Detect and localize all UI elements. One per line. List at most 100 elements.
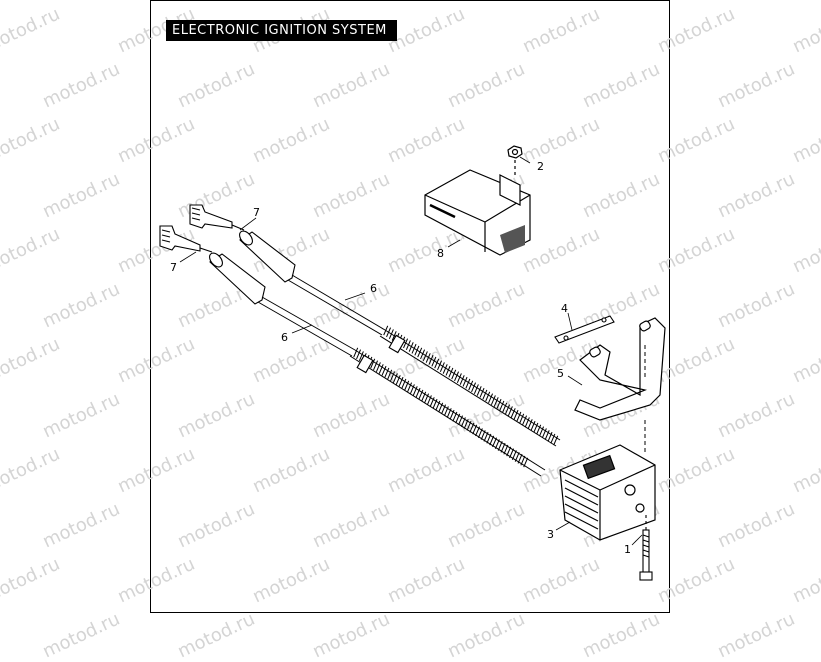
nut-part [507, 145, 523, 175]
spring-coil [506, 446, 512, 457]
spring-coil [370, 358, 376, 369]
spring-coil [451, 369, 457, 380]
spring-coil [460, 417, 466, 427]
spring-coil [550, 433, 556, 444]
spring-coil [392, 373, 398, 383]
strap-part [554, 315, 615, 344]
spring-coil [411, 343, 417, 354]
spring-coil [405, 340, 411, 350]
spring-coil [524, 417, 530, 427]
spring-coil [502, 402, 508, 413]
spring-coil [544, 430, 550, 440]
callout-1: 1 [624, 543, 631, 556]
spring-coil [482, 389, 488, 400]
diagram-title: ELECTRONIC IGNITION SYSTEM [166, 20, 397, 41]
spring-coil [452, 411, 458, 422]
spring-coil [373, 360, 379, 371]
spring-coil [463, 419, 469, 429]
spring-coil [403, 338, 409, 349]
spring-coil [472, 424, 478, 435]
spring-coil [383, 325, 389, 336]
exploded-parts-diagram: 2 7 7 8 6 6 4 5 3 1 [159, 145, 666, 581]
wire-clip [356, 334, 406, 374]
spring-coil [511, 450, 517, 460]
spring-coil [428, 354, 434, 365]
spring-coil [541, 428, 547, 438]
callout-7-upper: 7 [253, 206, 260, 219]
callout-2: 2 [537, 160, 544, 173]
callout-7-lower: 7 [170, 261, 177, 274]
spring-coil [475, 426, 481, 437]
spring-coil [426, 395, 432, 405]
spring-coil [473, 384, 479, 394]
plug-boot-upper [239, 230, 296, 283]
spring-coil [553, 435, 559, 446]
spring-coil [510, 408, 516, 418]
spring-coil [390, 371, 396, 382]
callout-6-upper: 6 [370, 282, 377, 295]
spring-coil [490, 395, 496, 405]
spring-coil [489, 435, 495, 446]
spring-coil [477, 428, 483, 438]
spring-coil [412, 386, 418, 396]
spring-coil [418, 389, 424, 400]
spring-coil [492, 437, 498, 448]
bolt-part [639, 515, 653, 581]
spring-coil [356, 349, 362, 360]
spring-coil [407, 382, 413, 393]
leader-lines [179, 156, 643, 546]
spring-coil [527, 419, 533, 429]
spring-coil [459, 375, 465, 385]
spring-coil [523, 457, 529, 468]
spring-coil [388, 329, 394, 339]
spring-coil [456, 373, 462, 383]
wire-spring-upper [383, 325, 559, 446]
spring-coil [384, 367, 390, 378]
spring-coil [488, 393, 494, 404]
spring-coil [497, 441, 503, 451]
spring-coil [500, 442, 506, 453]
spring-coil [441, 404, 447, 415]
spring-coil [469, 422, 475, 433]
wire-spring-lower [353, 347, 529, 468]
callout-6-lower: 6 [281, 331, 288, 344]
spring-coil [516, 411, 522, 422]
spring-coil [486, 433, 492, 444]
spring-coil [514, 452, 520, 462]
spark-plug-upper [189, 204, 245, 231]
spring-coil [517, 453, 523, 464]
spring-coil [479, 387, 485, 398]
spring-coil [358, 351, 364, 361]
spring-coil [462, 376, 468, 387]
spring-coil [507, 406, 513, 416]
ignition-module-part [424, 169, 531, 256]
spring-coil [454, 371, 460, 382]
spring-coil [493, 397, 499, 407]
spring-coil [408, 342, 414, 352]
spring-coil [438, 402, 444, 413]
spring-coil [404, 380, 410, 391]
spring-coil [476, 386, 482, 396]
spring-coil [445, 365, 451, 376]
watermark-text: motod.ru [444, 608, 529, 662]
spring-coil [391, 331, 397, 341]
coil-bracket-part [574, 317, 666, 421]
spring-coil [422, 351, 428, 361]
spring-coil [421, 391, 427, 402]
spring-coil [409, 384, 415, 394]
watermark-text: motod.ru [39, 608, 124, 662]
spring-coil [499, 400, 505, 411]
spring-coil [449, 409, 455, 420]
spring-coil [431, 356, 437, 367]
spring-coil [509, 448, 515, 459]
watermark-text: motod.ru [579, 608, 664, 662]
spring-coil [483, 431, 489, 442]
spring-coil [448, 367, 454, 378]
spring-coil [442, 364, 448, 374]
spring-coil [458, 415, 464, 426]
spring-coil [496, 398, 502, 409]
spring-coil [468, 380, 474, 391]
spring-coil [505, 404, 511, 415]
spring-coil [424, 393, 430, 404]
spring-coil [439, 362, 445, 372]
